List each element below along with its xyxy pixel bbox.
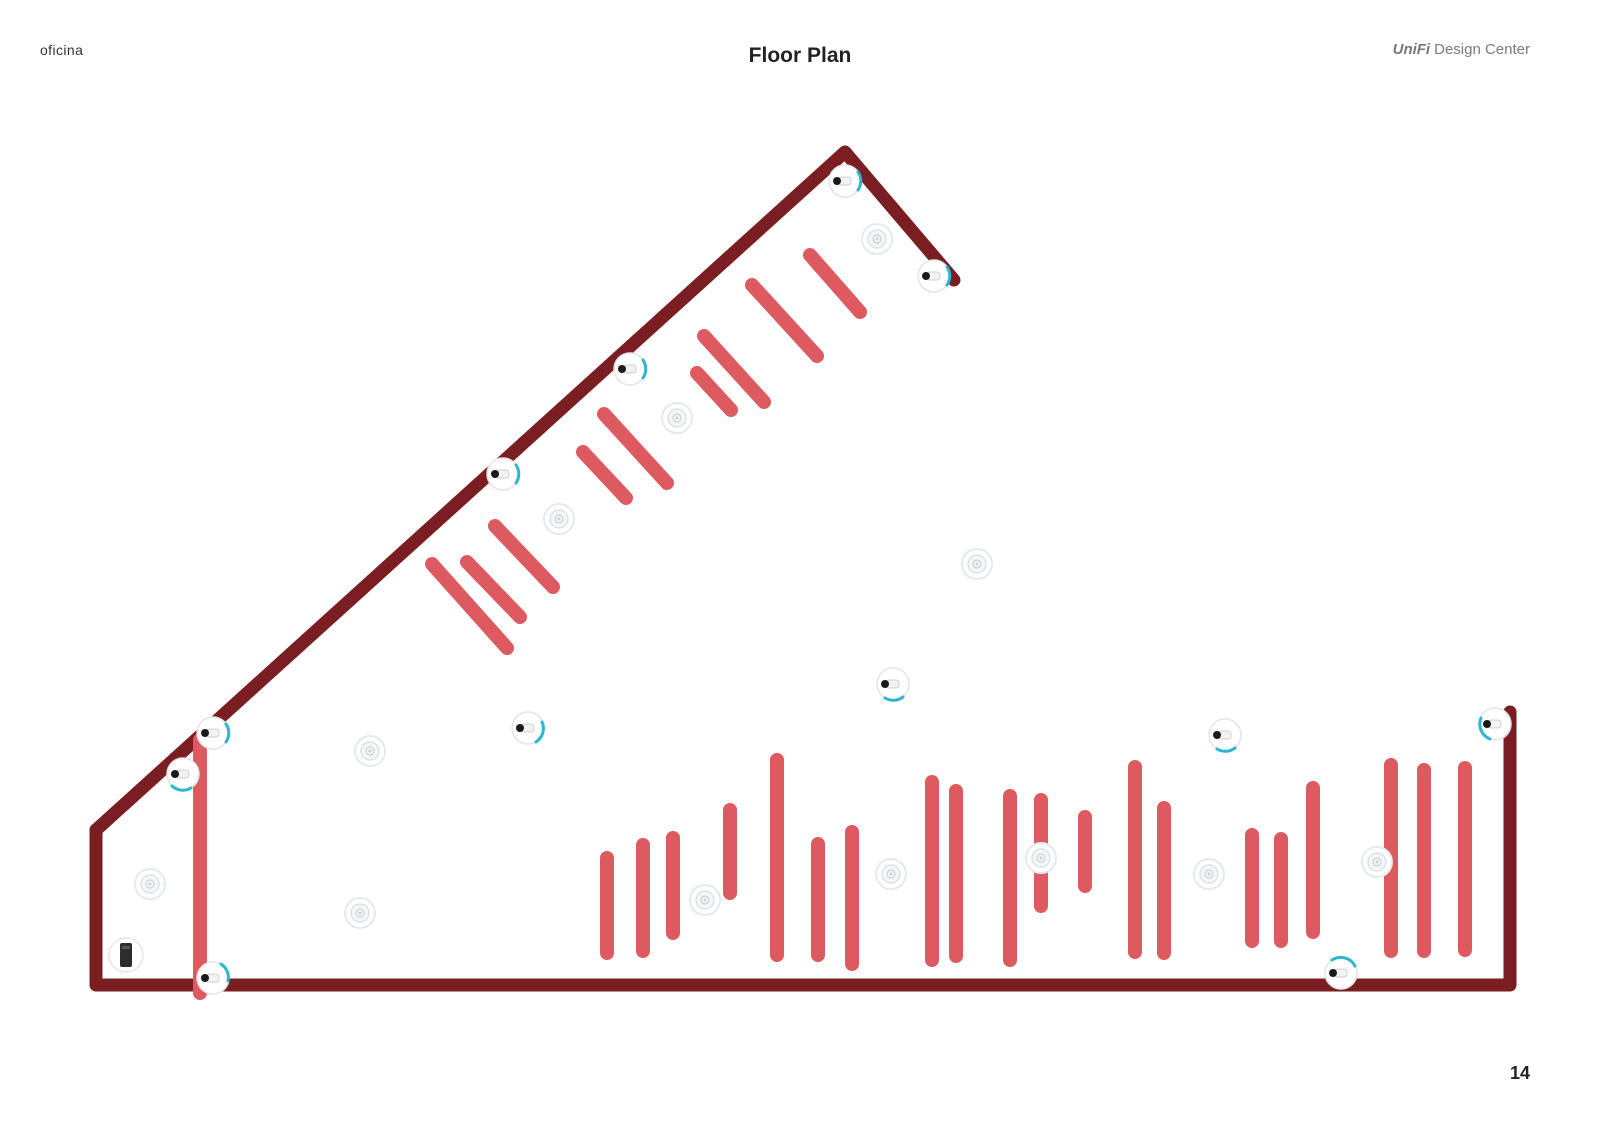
access-point-icon[interactable]: [1193, 858, 1225, 890]
access-point-icon[interactable]: [861, 223, 893, 255]
access-point-icon[interactable]: [344, 897, 376, 929]
camera-icon[interactable]: [917, 259, 952, 293]
inner-wall: [425, 557, 514, 655]
camera-icon[interactable]: [613, 352, 648, 386]
access-point-icon[interactable]: [134, 868, 166, 900]
camera-icon[interactable]: [486, 457, 521, 491]
page-number: 14: [1509, 1063, 1530, 1083]
inner-walls: [193, 248, 1472, 1000]
access-point-icon[interactable]: [1025, 842, 1057, 874]
inner-wall: [803, 248, 867, 319]
access-point-icon[interactable]: [961, 548, 993, 580]
camera-icon[interactable]: [1324, 955, 1358, 990]
outer-wall-diagonal: [89, 145, 961, 837]
inner-wall: [597, 407, 674, 490]
camera-icon[interactable]: [196, 716, 231, 750]
inner-wall: [460, 555, 527, 624]
camera-icon[interactable]: [1478, 707, 1512, 741]
inner-wall: [488, 519, 560, 594]
router-icon[interactable]: [108, 937, 144, 973]
access-point-icon[interactable]: [689, 884, 721, 916]
inner-wall: [697, 329, 771, 409]
inner-wall: [690, 366, 738, 417]
access-point-icon[interactable]: [543, 503, 575, 535]
project-name: oficina: [40, 42, 84, 58]
access-points: [134, 223, 1393, 929]
camera-icon[interactable]: [166, 757, 200, 792]
outer-wall: [89, 705, 1517, 992]
brand-text: Design Center: [1434, 41, 1530, 58]
camera-icon[interactable]: [196, 961, 230, 995]
unifi-logo: UniFi: [1392, 41, 1431, 58]
access-point-icon[interactable]: [1361, 846, 1393, 878]
camera-icon[interactable]: [511, 711, 545, 745]
access-point-icon[interactable]: [661, 402, 693, 434]
access-point-icon[interactable]: [354, 735, 386, 767]
camera-icon[interactable]: [876, 667, 910, 702]
camera-icon[interactable]: [828, 164, 863, 198]
cameras: [166, 164, 1512, 995]
inner-wall: [576, 445, 633, 505]
page-title: Floor Plan: [748, 44, 852, 67]
camera-icon[interactable]: [1208, 718, 1242, 753]
access-point-icon[interactable]: [875, 858, 907, 890]
inner-wall: [745, 278, 824, 363]
